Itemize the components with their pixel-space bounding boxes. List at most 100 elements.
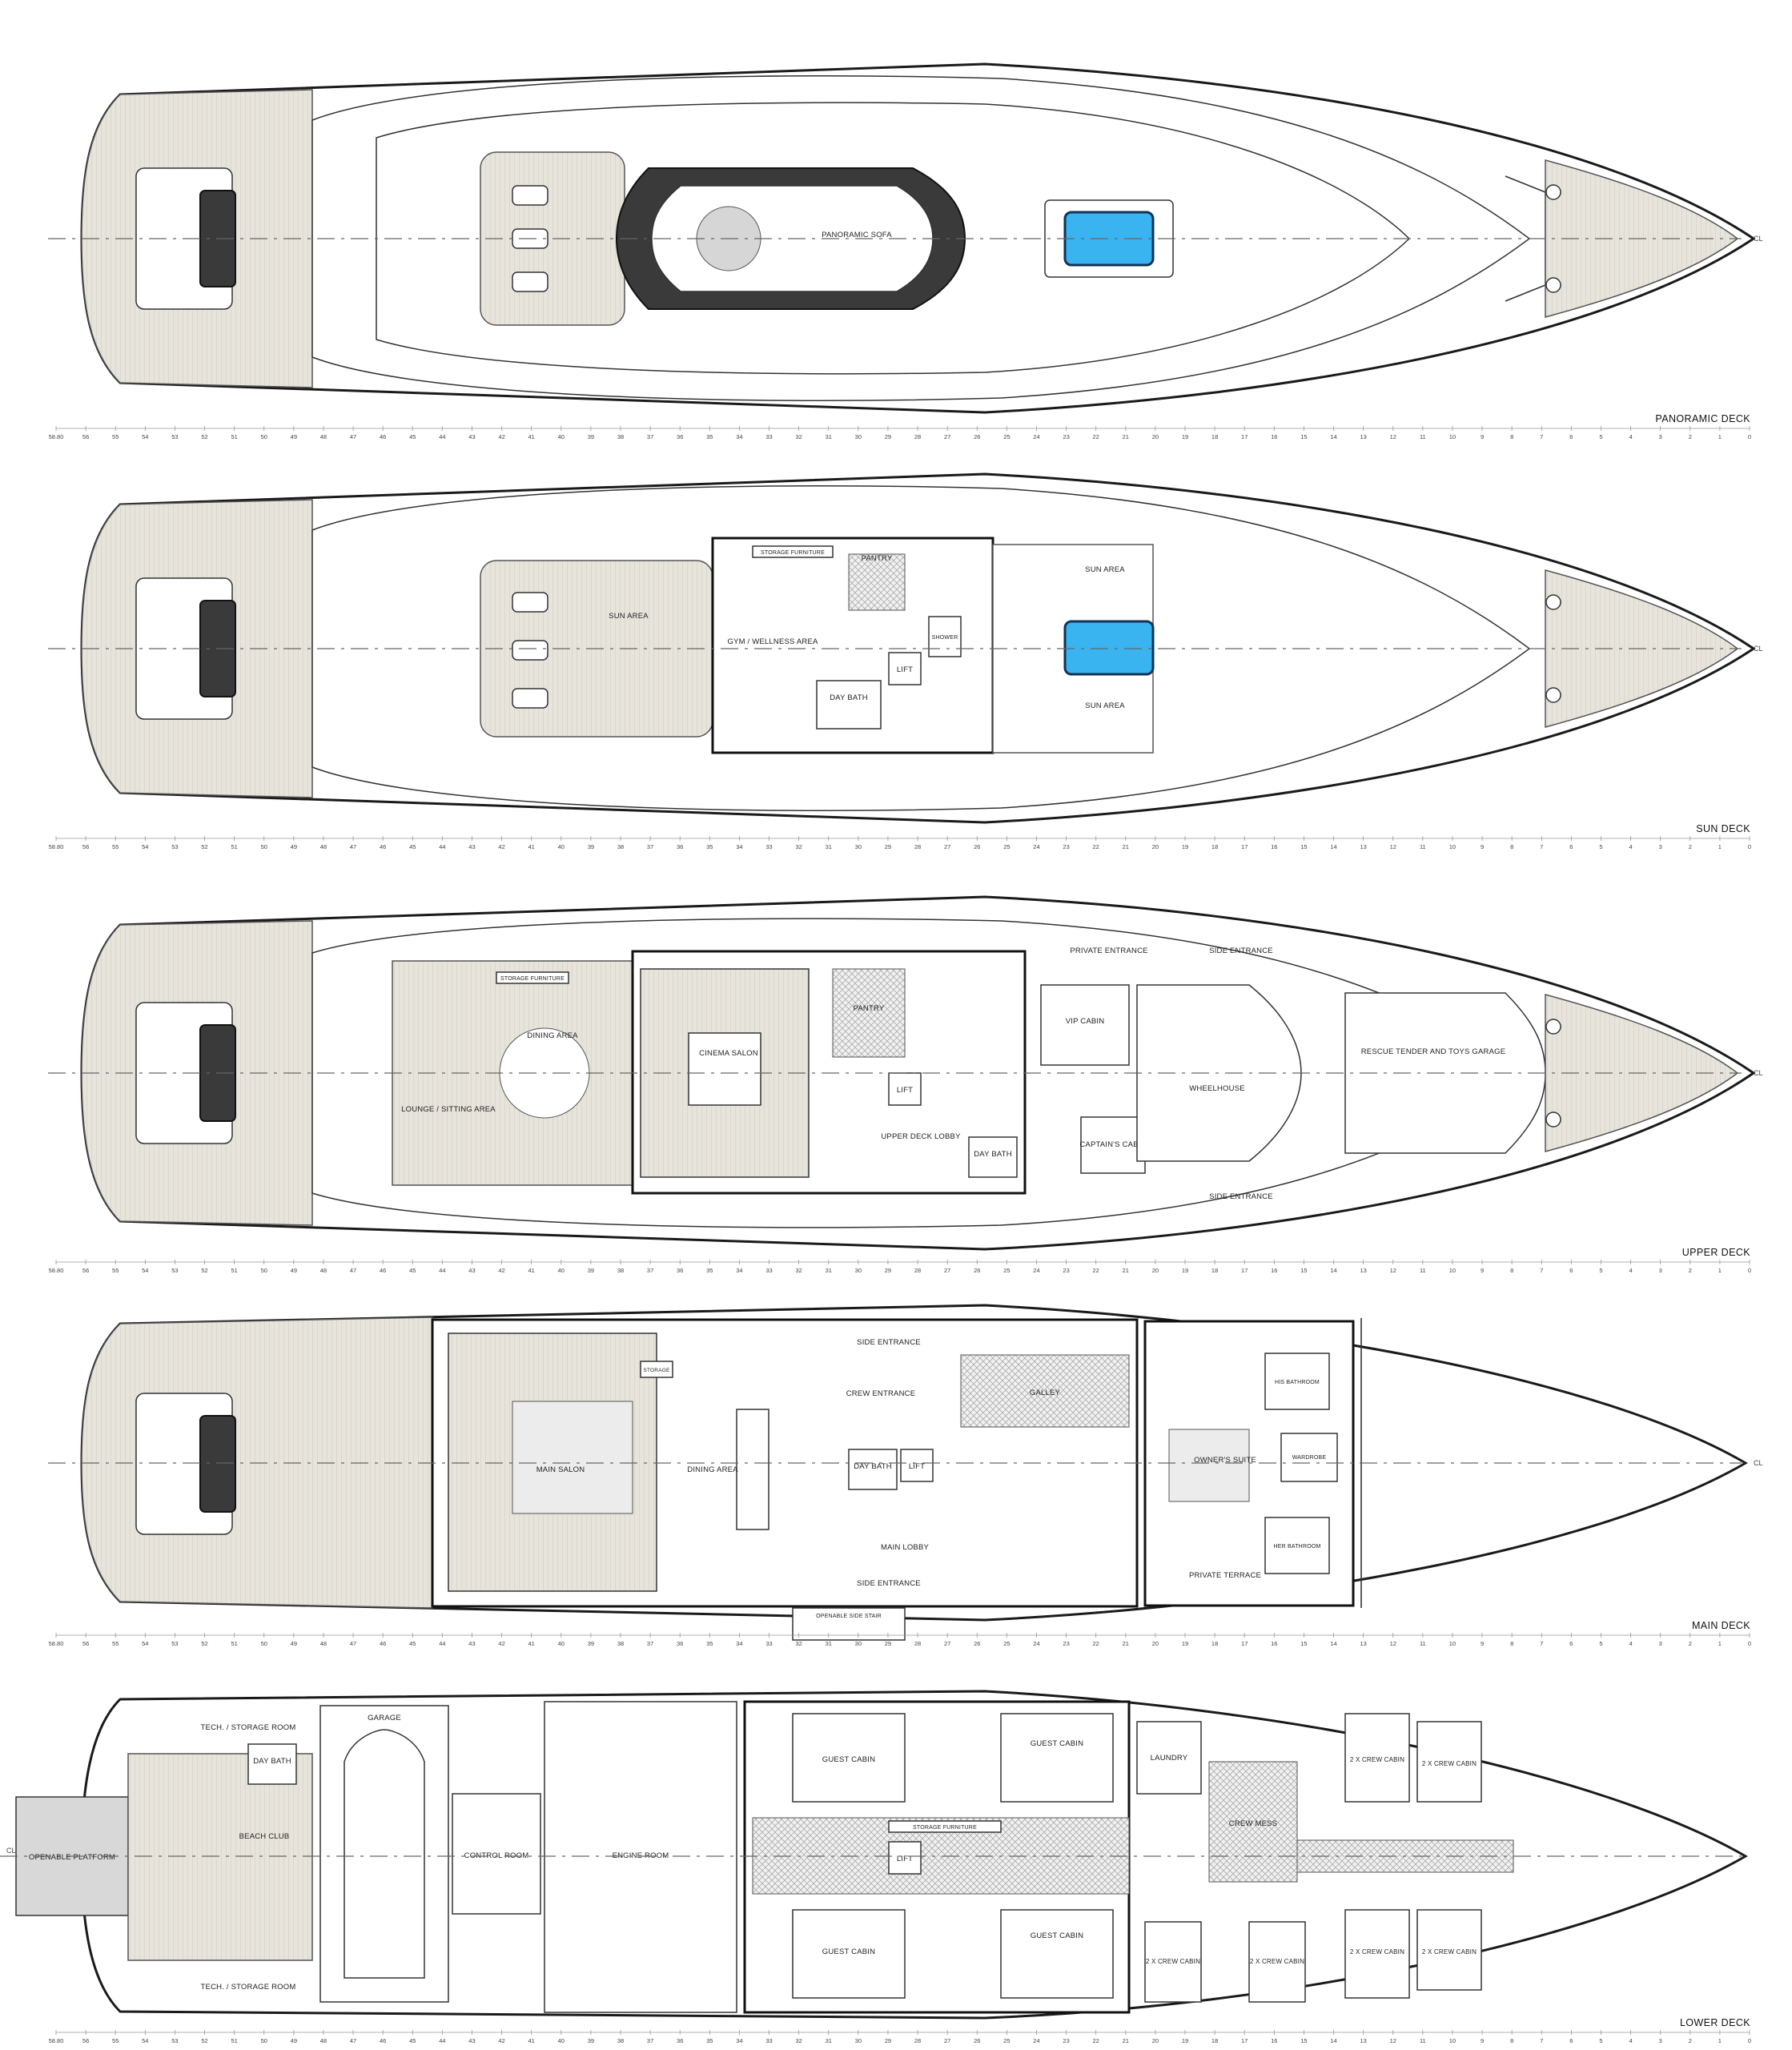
- frame-tick-label: 19: [1182, 433, 1188, 440]
- frame-tick-label: 54: [142, 1640, 148, 1647]
- frame-tick-label: 48: [320, 2037, 327, 2044]
- frame-tick-label: 27: [944, 2037, 950, 2044]
- room-label-her-bathroom: HER BATHROOM: [1273, 1544, 1320, 1550]
- centerline-label-sun: CL: [1754, 645, 1763, 653]
- frame-tick-label: 50: [261, 1640, 267, 1647]
- room-label-sun-area-port: SUN AREA: [1085, 565, 1125, 574]
- frame-tick-label: 3: [1659, 1640, 1662, 1647]
- frame-tick-label: 9: [1481, 1640, 1484, 1647]
- room-label-crew-cabin-1: 2 X CREW CABIN: [1146, 1958, 1200, 1965]
- frame-tick-label: 18: [1211, 1640, 1218, 1647]
- room-label-laundry: LAUNDRY: [1151, 1754, 1188, 1763]
- frame-tick-label: 39: [588, 433, 594, 440]
- frame-tick-label: 4: [1629, 843, 1632, 850]
- frame-tick-label: 41: [528, 843, 535, 850]
- frame-tick-label: 4: [1629, 1267, 1632, 1274]
- frame-tick-label: 56: [82, 433, 89, 440]
- frame-tick-label: 34: [736, 1267, 742, 1274]
- frame-tick-label: 19: [1182, 843, 1188, 850]
- frame-tick-label: 37: [647, 1267, 653, 1274]
- frame-tick-label: 33: [765, 1640, 772, 1647]
- storage-furniture-sun: [752, 545, 834, 558]
- deck-title-sun: SUN DECK: [1696, 823, 1750, 834]
- guest-cabin-1: [792, 1713, 906, 1803]
- frame-tick-label: 47: [350, 1267, 356, 1274]
- room-label-garage: GARAGE: [368, 1714, 401, 1722]
- frame-tick-label: 7: [1540, 1640, 1543, 1647]
- frame-tick-label: 51: [231, 843, 237, 850]
- frame-tick-label: 28: [914, 843, 921, 850]
- frame-tick-label: 32: [795, 1267, 802, 1274]
- guest-cabin-3: [1000, 1713, 1114, 1803]
- frame-tick-label: 48: [320, 433, 327, 440]
- frame-tick-label: 14: [1330, 433, 1336, 440]
- frame-tick-label: 47: [350, 433, 356, 440]
- frame-tick-label: 37: [647, 843, 653, 850]
- anchor-windlass-stbd-sun: [1545, 687, 1561, 703]
- anchor-windlass-stbd-panoramic: [1545, 277, 1561, 293]
- lift-shaft-upper: [888, 1072, 922, 1106]
- frame-tick-label: 23: [1063, 433, 1069, 440]
- frame-tick-label: 58.80: [49, 2037, 64, 2044]
- frame-tick-label: 55: [112, 1267, 119, 1274]
- frame-tick-label: 47: [350, 1640, 356, 1647]
- frame-tick-label: 3: [1659, 433, 1662, 440]
- frame-tick-label: 9: [1481, 1267, 1484, 1274]
- room-label-lift-upper: LIFT: [897, 1086, 913, 1095]
- room-label-day-bath-sun: DAY BATH: [830, 693, 868, 702]
- frame-tick-label: 32: [795, 2037, 802, 2044]
- frame-tick-label: 49: [291, 1267, 297, 1274]
- guest-cabin-4: [1000, 1909, 1114, 1999]
- frame-tick-label: 28: [914, 1267, 921, 1274]
- frame-tick-label: 3: [1659, 843, 1662, 850]
- frame-tick-label: 2: [1689, 2037, 1692, 2044]
- frame-tick-label: 51: [231, 2037, 237, 2044]
- frame-tick-label: 26: [974, 433, 980, 440]
- frame-tick-label: 21: [1123, 1640, 1129, 1647]
- frame-tick-label: 53: [171, 843, 178, 850]
- his-bathroom: [1264, 1353, 1330, 1410]
- frame-tick-label: 49: [291, 433, 297, 440]
- deck-upper: DINING AREA LOUNGE / SITTING AREA STORAG…: [48, 895, 1763, 1274]
- frame-tick-label: 53: [171, 433, 178, 440]
- room-label-pantry-upper: PANTRY: [854, 1004, 885, 1013]
- frame-tick-label: 5: [1599, 2037, 1602, 2044]
- frame-tick-label: 10: [1449, 1267, 1456, 1274]
- frame-tick-label: 40: [558, 433, 565, 440]
- frame-tick-label: 40: [558, 1267, 565, 1274]
- frame-tick-label: 36: [677, 1267, 683, 1274]
- frame-tick-label: 43: [468, 433, 475, 440]
- frame-tick-label: 48: [320, 1640, 327, 1647]
- frame-tick-label: 35: [706, 2037, 713, 2044]
- day-bath-main: [848, 1449, 898, 1490]
- frame-tick-label: 35: [706, 433, 713, 440]
- frame-tick-label: 33: [765, 843, 772, 850]
- frame-tick-label: 12: [1390, 433, 1396, 440]
- frame-tick-label: 58.80: [49, 1640, 64, 1647]
- frame-tick-label: 54: [142, 843, 148, 850]
- control-room-lower: [452, 1793, 541, 1915]
- room-label-panoramic-sofa: PANORAMIC SOFA: [822, 231, 892, 239]
- deck-main: MAIN SALON DINING AREA DAY BATH LIFT MAI…: [48, 1304, 1763, 1647]
- room-label-guest-cabin-4: GUEST CABIN: [1031, 1931, 1083, 1940]
- frame-tick-label: 52: [201, 433, 207, 440]
- frame-tick-label: 41: [528, 1640, 535, 1647]
- frame-tick-label: 46: [380, 1267, 386, 1274]
- room-label-storage-furniture-upper: STORAGE FURNITURE: [500, 976, 565, 982]
- room-label-crew-cabin-5: 2 X CREW CABIN: [1422, 1760, 1477, 1767]
- frame-tick-label: 7: [1540, 843, 1543, 850]
- frame-tick-label: 2: [1689, 843, 1692, 850]
- owners-bed: [1168, 1429, 1250, 1502]
- frame-tick-label: 39: [588, 1267, 594, 1274]
- frame-tick-label: 23: [1063, 1267, 1069, 1274]
- frame-tick-label: 26: [974, 843, 980, 850]
- storage-furniture-lower: [888, 1820, 1002, 1833]
- frame-tick-label: 2: [1689, 433, 1692, 440]
- frame-tick-label: 8: [1510, 433, 1513, 440]
- pantry-upper: [832, 968, 906, 1058]
- frame-tick-label: 40: [558, 843, 565, 850]
